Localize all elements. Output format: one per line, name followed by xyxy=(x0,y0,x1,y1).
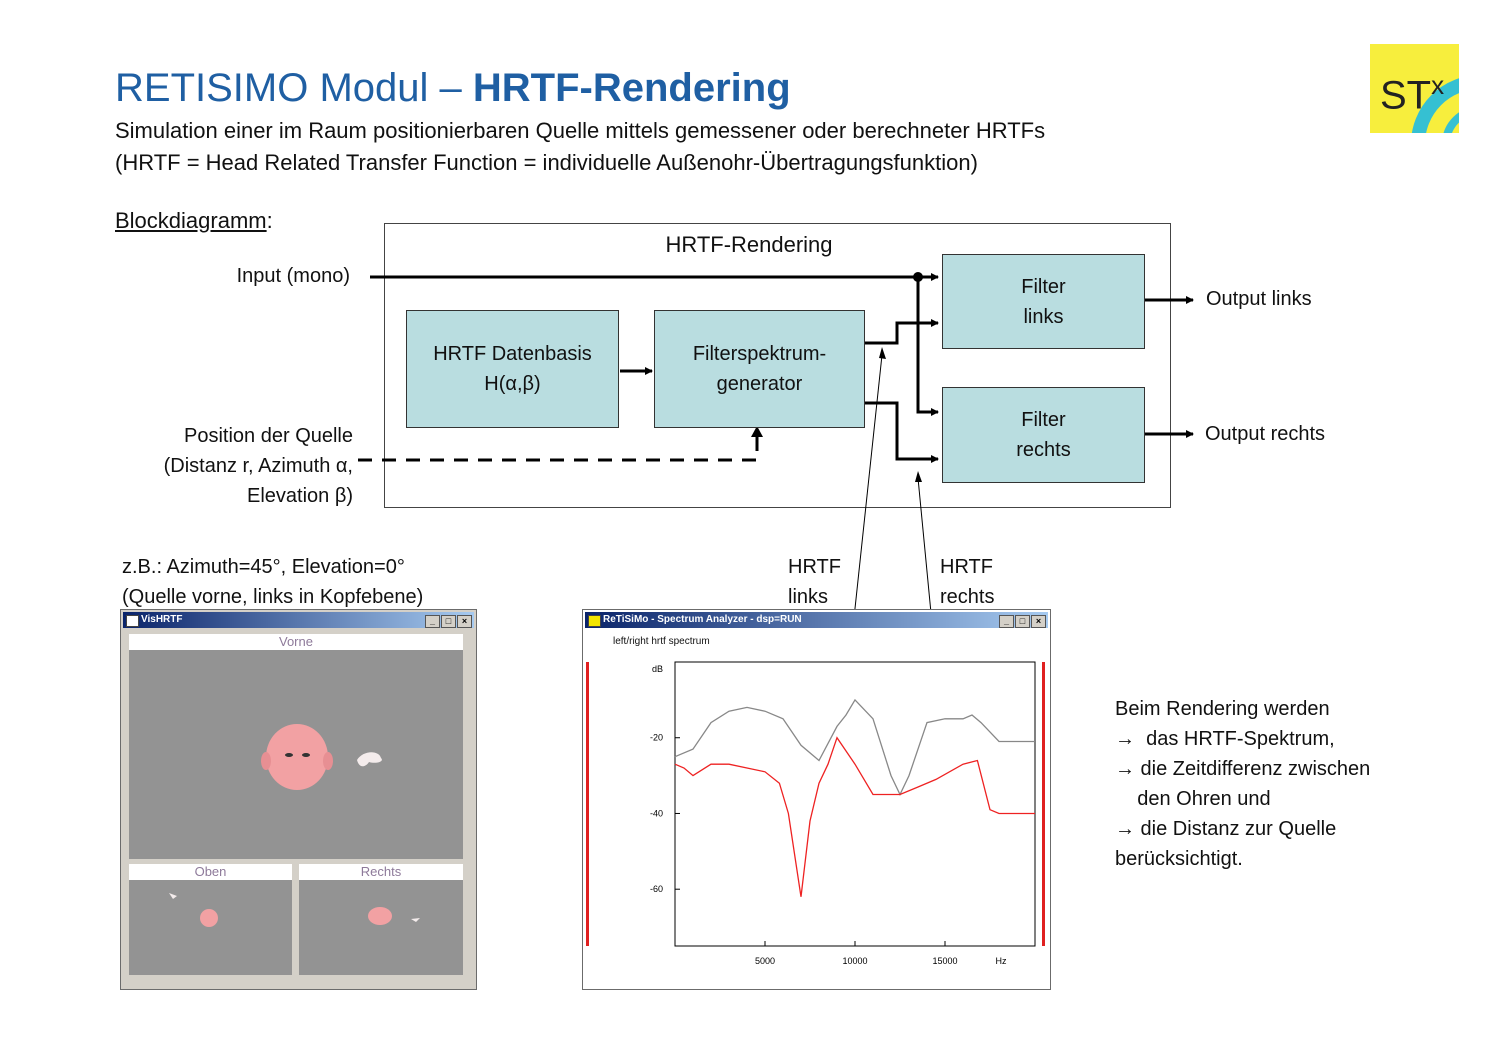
spectrum-chart: -20 -40 -60 5000 10000 15000 dB Hz xyxy=(650,661,1036,966)
position-dashed-line xyxy=(358,432,759,462)
minimize-button[interactable]: _ xyxy=(425,615,440,628)
maximize-button[interactable]: □ xyxy=(1015,615,1030,628)
hrtf-left-1: HRTF xyxy=(788,556,841,578)
fl-line-2: links xyxy=(1023,305,1064,328)
series-line-left xyxy=(674,698,1035,797)
logo-text: STx xyxy=(1380,70,1444,118)
example-line-2: (Quelle vorne, links in Kopfebene) xyxy=(122,586,424,608)
example-caption: z.B.: Azimuth=45°, Elevation=0° (Quelle v… xyxy=(122,552,423,612)
pane-top: Oben xyxy=(129,864,292,975)
pane-front-label: Vorne xyxy=(129,634,463,650)
output-right-label: Output rechts xyxy=(1205,423,1326,445)
left-red-bar xyxy=(586,662,589,946)
title-bold: HRTF-Rendering xyxy=(472,66,791,110)
section-label: Blockdiagramm xyxy=(115,208,267,233)
input-to-right-filter xyxy=(916,277,939,416)
filter-spectrum-generator-block: Filterspektrum-generator xyxy=(654,310,865,428)
y-tick-label: -20 xyxy=(650,733,663,743)
input-label: Input (mono) xyxy=(236,265,350,287)
position-arrow-head xyxy=(751,426,763,437)
spectrum-analyzer-window: ReTiSiMo - Spectrum Analyzer - dsp=RUN _… xyxy=(582,609,1051,990)
right-red-bar xyxy=(1042,662,1045,946)
x-tick-label: 5000 xyxy=(755,956,775,966)
chart-caption: left/right hrtf spectrum xyxy=(613,636,710,647)
gen-to-left-filter xyxy=(865,319,939,345)
example-line-1: z.B.: Azimuth=45°, Elevation=0° xyxy=(122,556,405,578)
section-colon: : xyxy=(266,208,273,233)
subtitle-1: Simulation einer im Raum positionierbare… xyxy=(115,118,1046,143)
fr-line-2: rechts xyxy=(1016,439,1071,461)
hrtf-left-label: HRTF links xyxy=(788,552,841,612)
hrtf-left-2: links xyxy=(788,586,829,608)
analyzer-title: ReTiSiMo - Spectrum Analyzer - dsp=RUN xyxy=(603,614,802,625)
y-tick-label: -60 xyxy=(650,884,663,894)
x-tick-label: 10000 xyxy=(842,956,867,966)
rendering-note: Beim Rendering werden → das HRTF-Spektru… xyxy=(1115,698,1371,870)
output-left-label: Output links xyxy=(1206,288,1312,310)
minimize-button[interactable]: _ xyxy=(999,615,1014,628)
pane-top-label: Oben xyxy=(129,864,292,880)
pane-front: Vorne xyxy=(129,634,463,859)
head-top-graphic xyxy=(169,893,218,927)
section-heading: Blockdiagramm: xyxy=(115,208,273,234)
gen-to-right-filter xyxy=(865,401,939,463)
hrtf-right-2: rechts xyxy=(940,586,995,608)
position-label-1: Position der Quelle xyxy=(184,425,353,447)
app-icon xyxy=(588,615,601,627)
hrtf-right-1: HRTF xyxy=(940,556,993,578)
title-prefix: RETISIMO Modul – xyxy=(115,66,473,110)
vishrtf-window: VisHRTF _ □ × Vorne Oben Rechts xyxy=(120,609,477,990)
maximize-button[interactable]: □ xyxy=(441,615,456,628)
vishrtf-titlebar[interactable]: VisHRTF _ □ × xyxy=(123,612,474,628)
y-tick-label: -40 xyxy=(650,808,663,818)
close-button[interactable]: × xyxy=(1031,615,1046,628)
position-label-3: Elevation β) xyxy=(247,485,353,507)
filter-right-block: Filter rechts xyxy=(942,387,1145,483)
series-line-right xyxy=(674,736,1035,897)
diagram-frame xyxy=(384,223,1171,508)
hrtf-left-pointer-head-top xyxy=(879,347,886,359)
close-button[interactable]: × xyxy=(457,615,472,628)
fl-line-1: Filter xyxy=(1021,275,1066,298)
gen-line-1: Filterspektrum- xyxy=(692,343,827,365)
head-front-graphic xyxy=(261,724,382,790)
x-axis-label: Hz xyxy=(996,956,1007,966)
db-line-1: HRTF Datenbasis xyxy=(433,343,592,365)
stx-logo: STx xyxy=(1370,44,1459,133)
pane-right-label: Rechts xyxy=(299,864,463,880)
app-icon xyxy=(126,615,139,627)
gen-line-2: generator xyxy=(716,373,803,395)
subtitle-2: (HRTF = Head Related Transfer Function =… xyxy=(115,150,978,175)
plot-area xyxy=(674,661,1036,947)
x-tick-label: 15000 xyxy=(932,956,957,966)
logo-st: ST xyxy=(1380,73,1432,118)
filter-left-block: Filter links xyxy=(942,254,1145,349)
fr-line-1: Filter xyxy=(1021,409,1066,431)
pane-right: Rechts xyxy=(299,864,463,975)
hrtf-right-label: HRTF rechts xyxy=(940,552,994,612)
db-line-2: H(α,β) xyxy=(484,373,541,395)
position-label-2: (Distanz r, Azimuth α, xyxy=(163,455,353,477)
y-axis-label: dB xyxy=(652,664,663,674)
hrtf-right-pointer-head-top xyxy=(915,471,922,482)
vishrtf-title: VisHRTF xyxy=(141,614,183,625)
page-title: RETISIMO Modul – HRTF-Rendering xyxy=(115,66,791,111)
logo-sup: x xyxy=(1431,70,1445,100)
analyzer-titlebar[interactable]: ReTiSiMo - Spectrum Analyzer - dsp=RUN _… xyxy=(585,612,1048,628)
frame-title: HRTF-Rendering xyxy=(665,232,833,257)
head-right-graphic xyxy=(368,907,420,925)
